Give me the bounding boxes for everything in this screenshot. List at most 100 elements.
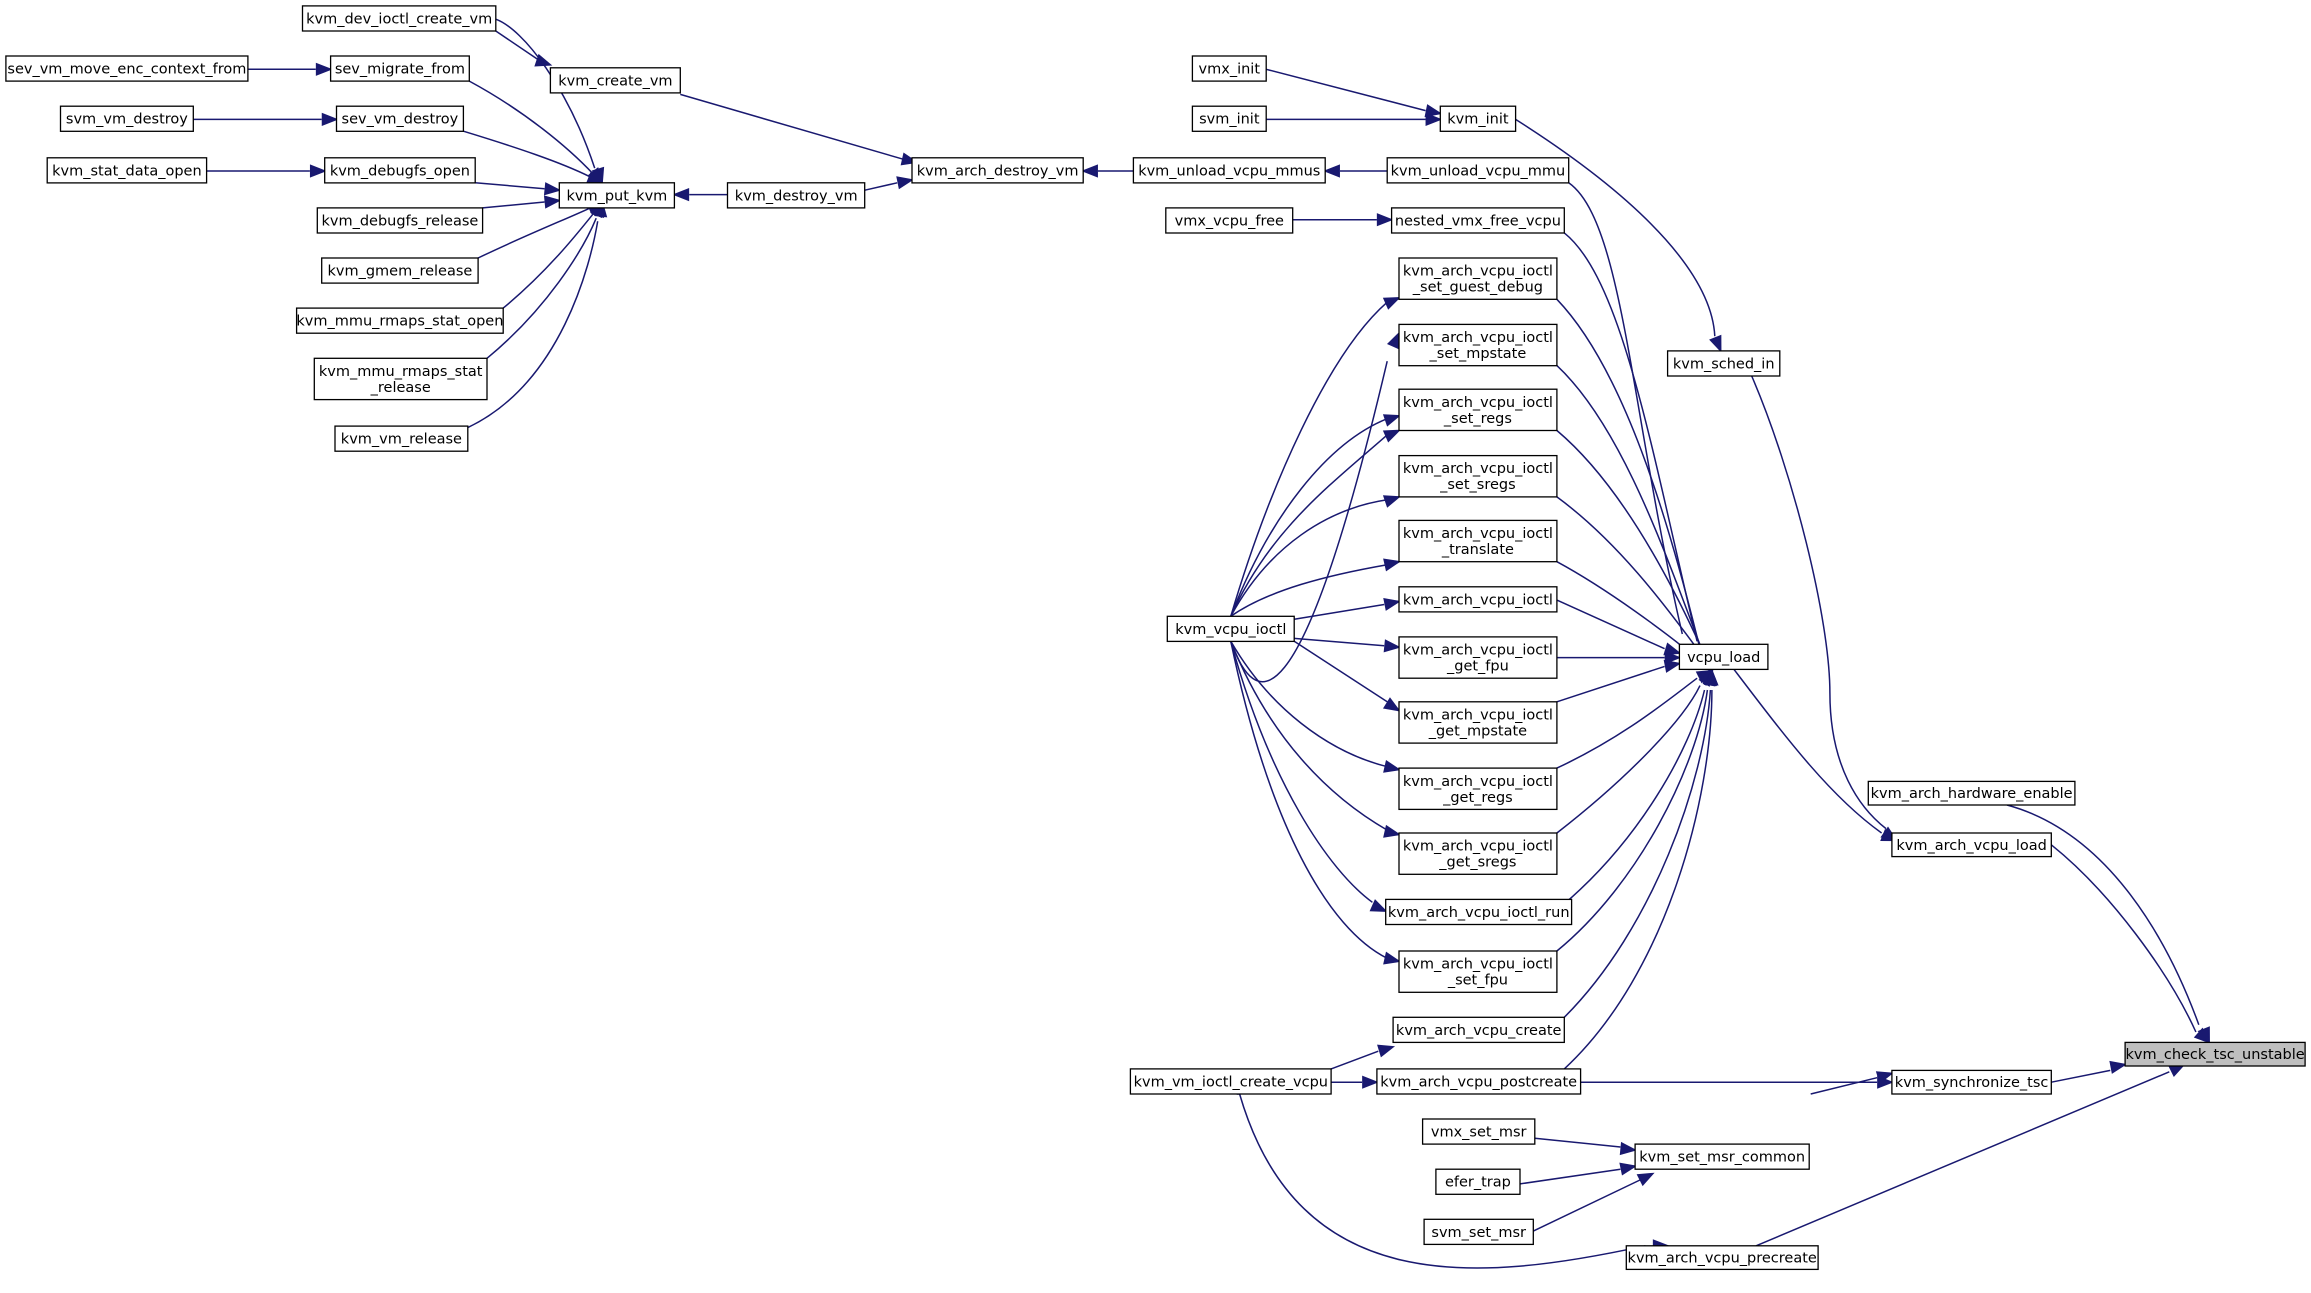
node-label: kvm_vm_ioctl_create_vcpu <box>1134 1074 1328 1090</box>
graph-node-get-mpstate[interactable]: kvm_arch_vcpu_ioctl_get_mpstate <box>1398 701 1558 744</box>
graph-node-get-fpu[interactable]: kvm_arch_vcpu_ioctl_get_fpu <box>1398 636 1558 679</box>
graph-node-sync-tsc[interactable]: kvm_synchronize_tsc <box>1891 1069 2052 1095</box>
call-edge-line <box>1751 375 1887 830</box>
graph-node-vmx-set-msr[interactable]: vmx_set_msr <box>1421 1118 1536 1145</box>
node-label: kvm_init <box>1447 112 1509 128</box>
graph-node-vmx-vcpu-free[interactable]: vmx_vcpu_free <box>1165 207 1294 234</box>
node-label: kvm_destroy_vm <box>735 188 858 204</box>
node-label: _get_fpu <box>1446 659 1509 675</box>
graph-node-efer-trap[interactable]: efer_trap <box>1435 1168 1521 1195</box>
graph-node-gmem-release[interactable]: kvm_gmem_release <box>321 257 479 284</box>
call-edge-line <box>1556 685 1701 834</box>
graph-node-translate[interactable]: kvm_arch_vcpu_ioctl_translate <box>1398 519 1558 563</box>
node-box <box>726 182 866 209</box>
call-edge <box>1230 641 1402 838</box>
graph-node-arch-ioctl[interactable]: kvm_arch_vcpu_ioctl <box>1398 586 1558 613</box>
graph-node-unload-mmu[interactable]: kvm_unload_vcpu_mmu <box>1386 157 1570 184</box>
call-edge <box>1230 640 1402 773</box>
node-box <box>1398 701 1558 744</box>
graph-node-vcpu-create[interactable]: kvm_arch_vcpu_create <box>1392 1016 1565 1044</box>
call-edge-line <box>1330 1050 1379 1070</box>
call-edge-line <box>1230 640 1388 768</box>
call-edge-line <box>1556 677 1698 769</box>
node-box <box>911 157 1084 184</box>
node-box <box>316 207 484 234</box>
call-edge <box>1556 659 1682 703</box>
graph-node-get-sregs[interactable]: kvm_arch_vcpu_ioctl_get_sregs <box>1398 832 1558 875</box>
call-edge-line <box>1230 499 1388 617</box>
graph-node-postcreate[interactable]: kvm_arch_vcpu_postcreate <box>1376 1068 1582 1095</box>
arrowhead-icon <box>1619 1162 1638 1176</box>
graph-node-ioctl-run[interactable]: kvm_arch_vcpu_ioctl_run <box>1385 898 1573 926</box>
node-box <box>549 67 681 94</box>
graph-node-sev-vm-destroy[interactable]: sev_vm_destroy <box>335 105 465 132</box>
graph-node-create-vm[interactable]: kvm_create_vm <box>549 67 681 94</box>
node-box <box>313 357 488 401</box>
call-edge <box>1556 365 1714 673</box>
node-box <box>1398 832 1558 875</box>
graph-node-vcpu-ioctl[interactable]: kvm_vcpu_ioctl <box>1166 615 1295 643</box>
call-edge-line <box>1515 118 1716 337</box>
graph-node-sched-in[interactable]: kvm_sched_in <box>1666 350 1781 377</box>
graph-node-set-mpstate[interactable]: kvm_arch_vcpu_ioctl_set_mpstate <box>1398 323 1558 367</box>
graph-node-arch-destroy-vm[interactable]: kvm_arch_destroy_vm <box>911 157 1084 184</box>
graph-node-dev-ioctl-create-vm[interactable]: kvm_dev_ioctl_create_vm <box>301 5 497 32</box>
graph-node-vcpu-load[interactable]: vcpu_load <box>1678 643 1769 671</box>
call-edge-line <box>1563 232 1698 642</box>
graph-node-precreate[interactable]: kvm_arch_vcpu_precreate <box>1625 1245 1819 1271</box>
graph-node-vmx-init[interactable]: vmx_init <box>1191 55 1267 82</box>
graph-node-vm-ioctl-create-vcpu[interactable]: kvm_vm_ioctl_create_vcpu <box>1129 1068 1332 1095</box>
call-graph-nodes: kvm_check_tsc_unstable kvm_arch_hardware_… <box>5 5 2306 1271</box>
graph-node-set-regs[interactable]: kvm_arch_vcpu_ioctl_set_regs <box>1398 388 1558 432</box>
graph-node-set-fpu[interactable]: kvm_arch_vcpu_ioctl_set_fpu <box>1398 950 1558 993</box>
node-label: _get_mpstate <box>1428 723 1527 739</box>
call-edge-line <box>1230 301 1388 617</box>
call-edge-line <box>1236 1093 1646 1269</box>
node-label: kvm_arch_vcpu_ioctl <box>1403 395 1553 411</box>
node-box <box>321 257 479 284</box>
node-box <box>1398 257 1558 300</box>
graph-node-vm-release[interactable]: kvm_vm_release <box>334 425 469 452</box>
call-edge <box>1556 669 1714 769</box>
graph-node-rmaps-release[interactable]: kvm_mmu_rmaps_stat_release <box>313 357 488 401</box>
graph-node-set-sregs[interactable]: kvm_arch_vcpu_ioctl_set_sregs <box>1398 454 1558 498</box>
call-edge <box>1568 182 1714 673</box>
graph-node-put-kvm[interactable]: kvm_put_kvm <box>558 182 676 209</box>
graph-node-kvm-init[interactable]: kvm_init <box>1439 105 1517 132</box>
graph-node-rmaps-open[interactable]: kvm_mmu_rmaps_stat_open <box>295 307 504 334</box>
graph-node-hw-enable[interactable]: kvm_arch_hardware_enable <box>1867 780 2076 806</box>
call-edge-line <box>1230 361 1388 683</box>
graph-node-unload-mmus[interactable]: kvm_unload_vcpu_mmus <box>1132 157 1326 184</box>
graph-node-sev-migrate-from[interactable]: sev_migrate_from <box>329 55 470 82</box>
graph-node-arch-vcpu-load[interactable]: kvm_arch_vcpu_load <box>1891 832 2052 858</box>
call-edge <box>1230 495 1401 617</box>
arrowhead-icon <box>543 195 562 209</box>
node-box <box>329 55 470 82</box>
call-edge <box>502 200 603 309</box>
graph-node-debugfs-release[interactable]: kvm_debugfs_release <box>316 207 484 234</box>
arrowhead-icon <box>594 199 608 218</box>
graph-node-debugfs-open[interactable]: kvm_debugfs_open <box>324 157 476 184</box>
call-edge <box>467 199 608 429</box>
node-label: kvm_arch_vcpu_ioctl <box>1403 707 1553 723</box>
arrowhead-icon <box>1362 1075 1379 1089</box>
call-edge-line <box>463 130 591 178</box>
graph-node-stat-data-open[interactable]: kvm_stat_data_open <box>46 157 208 184</box>
node-box <box>1166 615 1295 643</box>
graph-node-svm-set-msr[interactable]: svm_set_msr <box>1423 1218 1534 1246</box>
node-box <box>1398 323 1558 367</box>
graph-node-destroy-vm[interactable]: kvm_destroy_vm <box>726 182 866 209</box>
graph-node-nested-vmx-free[interactable]: nested_vmx_free_vcpu <box>1390 207 1565 234</box>
node-box <box>334 425 469 452</box>
arrowhead-icon <box>2197 1026 2210 1045</box>
call-edge-line <box>680 93 904 160</box>
graph-node-svm-vm-destroy[interactable]: svm_vm_destroy <box>59 105 194 132</box>
graph-node-set-guest-debug[interactable]: kvm_arch_vcpu_ioctl_set_guest_debug <box>1398 257 1558 300</box>
graph-node-check-tsc[interactable]: kvm_check_tsc_unstable <box>2124 1041 2306 1067</box>
graph-node-sev-move-enc[interactable]: sev_vm_move_enc_context_from <box>5 55 249 82</box>
call-edge-line <box>1230 418 1388 617</box>
call-edge <box>1292 213 1394 227</box>
graph-node-get-regs[interactable]: kvm_arch_vcpu_ioctl_get_regs <box>1398 767 1558 811</box>
graph-node-set-msr-common[interactable]: kvm_set_msr_common <box>1634 1143 1810 1170</box>
graph-node-svm-init[interactable]: svm_init <box>1191 105 1267 132</box>
